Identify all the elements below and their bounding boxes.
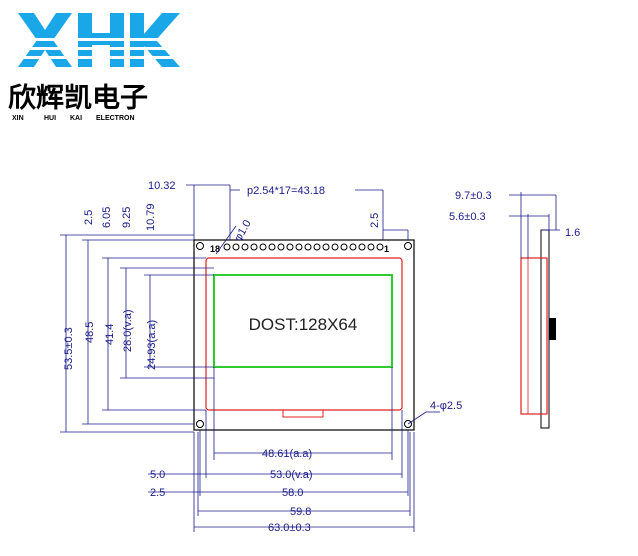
pin-hole [331, 243, 339, 251]
pin-label-18: 18 [210, 244, 220, 254]
pin-row [223, 243, 384, 251]
mount-hole-bl [196, 420, 204, 428]
dim-side-5-6: 5.6±0.3 [449, 211, 486, 223]
dim-width-63: 63.0±0.3 [268, 522, 311, 534]
brand-word-kai: KAI [70, 115, 82, 122]
dim-side-1-6: 1.6 [565, 227, 580, 239]
brand-word-xin: XIN [12, 115, 24, 122]
dim-left-5-0: 5.0 [150, 469, 165, 481]
module-front-view: DOST:128X64 18 1 [193, 239, 415, 431]
pin-hole [376, 243, 384, 251]
dim-left-2-5-b: 2.5 [150, 487, 165, 499]
dim-height-48-5: 48.5 [84, 322, 96, 343]
side-component [549, 318, 556, 340]
pin-hole [286, 243, 294, 251]
dim-pitch: p2.54*17=43.18 [247, 185, 325, 197]
pin-hole [223, 243, 231, 251]
dim-height-total: 53.5±0.3 [63, 327, 75, 370]
pin-hole [268, 243, 276, 251]
side-pcb [540, 229, 550, 429]
dim-va-width: 53.0(v.a) [270, 469, 313, 481]
dim-aa-width: 48.61(a.a) [262, 448, 312, 460]
dim-width-58: 58.0 [282, 487, 303, 499]
pin-hole [322, 243, 330, 251]
bottom-tab [282, 410, 324, 418]
dim-right-2-5: 2.5 [369, 213, 381, 228]
display-label: DOST:128X64 [249, 315, 358, 334]
mount-hole-tr [404, 242, 412, 250]
mount-hole-br [404, 420, 412, 428]
brand-word-hui: HUI [44, 115, 56, 122]
mount-hole-tl [196, 242, 204, 250]
module-side-view [520, 229, 556, 429]
brand-name-cn: 欣辉凯电子 [8, 83, 148, 114]
pin-hole [250, 243, 258, 251]
dim-left-2-5: 2.5 [83, 210, 95, 225]
pin-hole [358, 243, 366, 251]
pin-hole [259, 243, 267, 251]
brand-word-electron: ELECTRON [96, 115, 135, 122]
pin-hole [241, 243, 249, 251]
dim-left-6-05: 6.05 [101, 207, 113, 228]
pin-hole [232, 243, 240, 251]
viewing-area [213, 274, 393, 368]
dimension-lines [60, 184, 560, 532]
pin-hole [367, 243, 375, 251]
dim-side-9-7: 9.7±0.3 [455, 190, 492, 202]
pin-hole [277, 243, 285, 251]
dimension-labels: 10.32 p2.54*17=43.18 2.5 2.5 6.05 9.25 1… [63, 180, 580, 534]
dim-top-left: 10.32 [148, 180, 176, 192]
pin-hole [349, 243, 357, 251]
dim-va-height: 28.0(v.a) [122, 309, 134, 352]
pin-hole [304, 243, 312, 251]
dim-holes: 4-φ2.5 [430, 400, 462, 412]
side-lcd [520, 257, 548, 415]
bezel-outline [205, 257, 403, 411]
dim-width-59-8: 59.8 [290, 506, 311, 518]
brand-header: 欣辉凯电子 XIN HUI KAI ELECTRON [8, 13, 184, 122]
pin-label-1: 1 [384, 244, 389, 254]
pin-hole [295, 243, 303, 251]
dim-left-10-79: 10.79 [145, 203, 157, 231]
dim-left-9-25: 9.25 [121, 207, 133, 228]
pin-hole [340, 243, 348, 251]
dim-aa-height: 24.93(a.a) [146, 320, 158, 370]
pcb-outline [193, 239, 415, 431]
xhk-logo [14, 13, 184, 67]
pin-hole [313, 243, 321, 251]
dim-height-41-4: 41.4 [104, 324, 116, 345]
